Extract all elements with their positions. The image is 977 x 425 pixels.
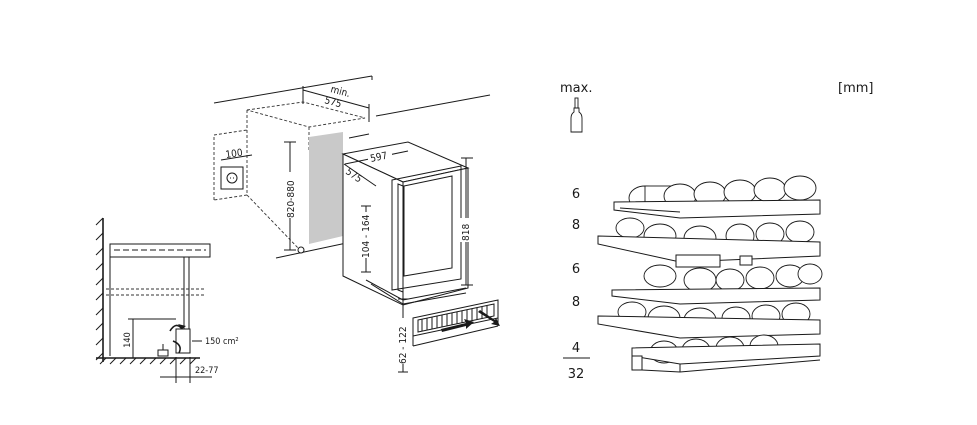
shelf-2 — [597, 217, 821, 268]
niche-height-label: 820-880 — [286, 180, 297, 218]
shelf-1 — [613, 175, 821, 219]
plinth-label: 62 - 122 — [398, 326, 409, 364]
left-installation-detail: 140 150 cm² 22-77 — [95, 217, 239, 383]
door-height-label: 104 - 164 — [361, 214, 372, 258]
power-socket — [220, 166, 244, 190]
shelf-3-count: 6 — [572, 262, 580, 277]
min-label: min. — [329, 84, 351, 100]
gap-label: 22-77 — [195, 366, 219, 376]
height-140-label: 140 — [123, 332, 133, 347]
max-label: max. — [560, 81, 592, 96]
shelf-4-count: 8 — [572, 295, 580, 310]
back-wall-panel — [309, 132, 343, 244]
total-height-label: 818 — [461, 224, 472, 241]
shelf-3 — [611, 263, 823, 305]
min-575-label: 575 — [323, 95, 342, 110]
units-label: [mm] — [838, 81, 873, 96]
shelf-1-count: 6 — [572, 187, 580, 202]
air-out-arrow — [478, 310, 500, 326]
air-in-arrow — [441, 319, 474, 332]
total-count: 32 — [568, 367, 585, 382]
glass-door — [403, 175, 453, 277]
shelf-5-count: 4 — [572, 341, 580, 356]
shelf-4 — [597, 301, 821, 339]
ventilation-label: 150 cm² — [205, 337, 239, 347]
socket-100-label: 100 — [225, 148, 244, 161]
bottle-capacity-diagram: max. [mm] 6 8 6 8 4 32 — [560, 81, 873, 382]
width-597-label: 597 — [369, 151, 388, 165]
bottle-icon — [570, 97, 583, 133]
shelf-2-count: 8 — [572, 218, 580, 233]
cabinet-niche-drawing: min. 575 600 100 820-880 597 — [213, 75, 500, 373]
shelf-5 — [631, 334, 821, 373]
